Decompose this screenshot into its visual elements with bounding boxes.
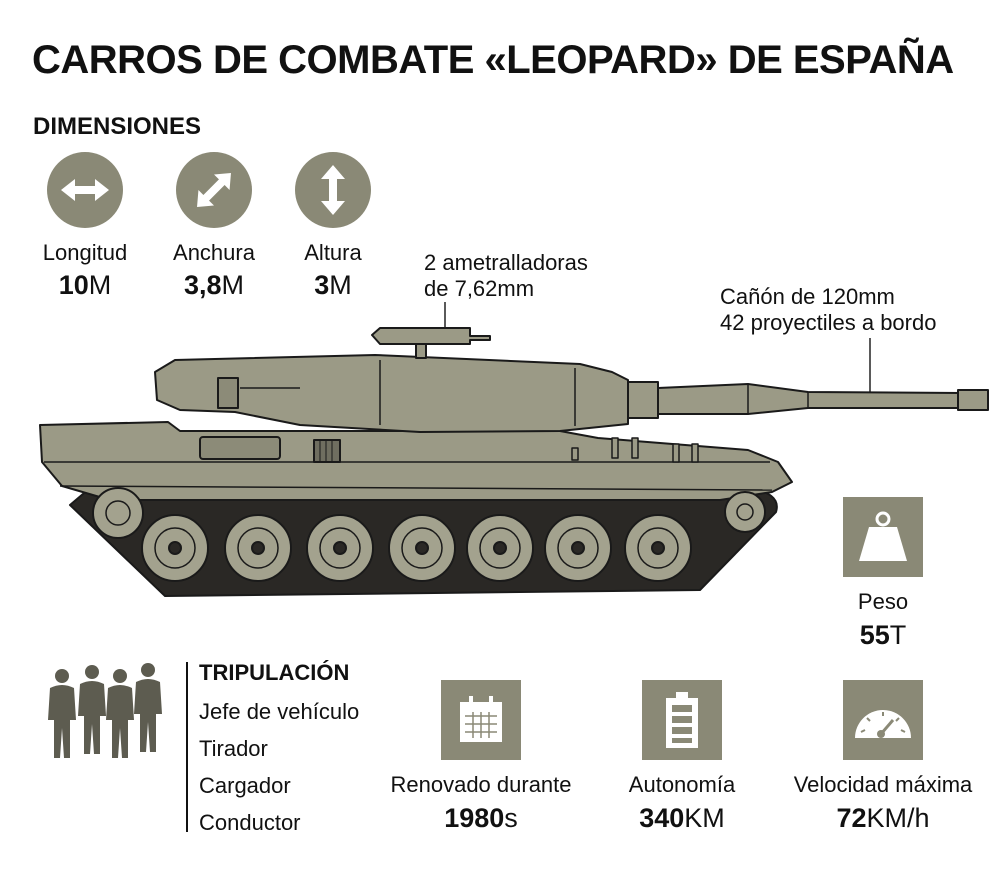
dimension-value-height: 3M	[314, 270, 352, 300]
horizontal-arrows-icon	[47, 152, 123, 228]
weight-label: Peso	[857, 589, 909, 614]
crew-member: Tirador	[199, 736, 268, 761]
weight-value: 55T	[859, 620, 907, 650]
weight-icon	[843, 497, 923, 577]
tank-turret	[154, 354, 629, 433]
dimensions-heading: DIMENSIONES	[33, 113, 202, 140]
crew-divider	[186, 662, 188, 832]
stat-label-renewed: Renovado durante	[390, 772, 572, 797]
stat-value-max-speed: 72KM/h	[836, 803, 930, 833]
crew-soldiers-icon	[48, 663, 162, 758]
dimension-label-width: Anchura	[173, 240, 255, 265]
dimension-label-length: Longitud	[42, 240, 128, 265]
dimension-value-length: 10M	[58, 270, 112, 300]
crew-member: Jefe de vehículo	[199, 699, 360, 724]
tank-machine-gun	[371, 327, 491, 345]
vertical-arrows-icon	[295, 152, 371, 228]
page-title: CARROS DE COMBATE «LEOPARD» DE ESPAÑA	[32, 38, 954, 82]
stat-label-autonomy: Autonomía	[628, 772, 736, 797]
diagonal-arrows-icon	[176, 152, 252, 228]
stat-value-renewed: 1980s	[444, 803, 518, 833]
speedometer-icon	[843, 680, 923, 760]
stat-label-max-speed: Velocidad máxima	[793, 772, 973, 797]
dimension-label-height: Altura	[304, 240, 362, 265]
leopard-tank-illustration	[39, 302, 989, 597]
crew-heading: TRIPULACIÓN	[199, 660, 350, 685]
machine-gun-annotation: 2 ametralladoras de 7,62mm	[424, 250, 588, 301]
cannon-annotation: Cañón de 120mm 42 proyectiles a bordo	[720, 284, 937, 335]
tank-gun-barrel	[657, 383, 963, 415]
calendar-icon	[441, 680, 521, 760]
stat-value-autonomy: 340KM	[639, 803, 725, 833]
dimension-value-width: 3,8M	[183, 270, 245, 300]
crew-member: Conductor	[199, 810, 301, 835]
crew-member: Cargador	[199, 773, 291, 798]
battery-icon	[642, 680, 722, 760]
